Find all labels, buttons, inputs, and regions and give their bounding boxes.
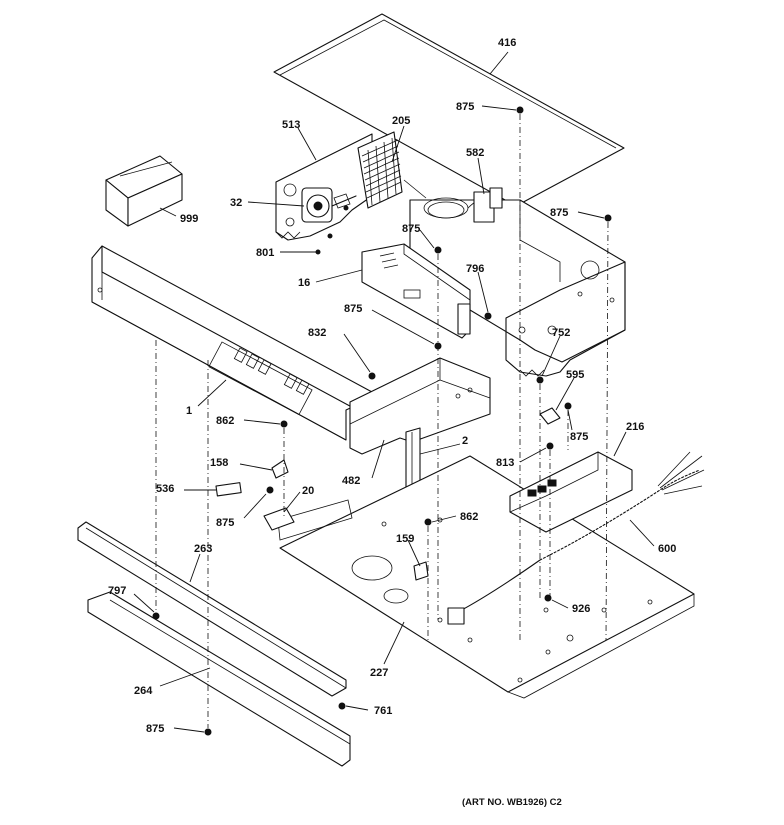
label-797: 797 bbox=[108, 585, 126, 597]
label-875: 875 bbox=[344, 303, 362, 315]
label-832: 832 bbox=[308, 327, 326, 339]
box-999 bbox=[105, 155, 183, 227]
label-216: 216 bbox=[626, 421, 644, 433]
fan-grille-205 bbox=[357, 131, 403, 209]
label-875: 875 bbox=[550, 207, 568, 219]
label-999: 999 bbox=[180, 213, 198, 225]
art-number: (ART NO. WB1926) C2 bbox=[462, 797, 562, 808]
base-pan-227 bbox=[277, 455, 695, 699]
label-159: 159 bbox=[396, 533, 414, 545]
label-862: 862 bbox=[460, 511, 478, 523]
label-875: 875 bbox=[456, 101, 474, 113]
label-263: 263 bbox=[194, 543, 212, 555]
label-752: 752 bbox=[552, 327, 570, 339]
front-panel-264 bbox=[87, 591, 351, 767]
label-264: 264 bbox=[134, 685, 153, 697]
label-536: 536 bbox=[156, 483, 174, 495]
label-875: 875 bbox=[570, 431, 588, 443]
label-2: 2 bbox=[462, 435, 468, 447]
label-862: 862 bbox=[216, 415, 234, 427]
top-cover-416 bbox=[273, 13, 625, 207]
label-158: 158 bbox=[210, 457, 228, 469]
leader-lines bbox=[133, 51, 655, 733]
label-875: 875 bbox=[216, 517, 234, 529]
terminal-block-216 bbox=[509, 451, 633, 533]
label-813: 813 bbox=[496, 457, 514, 469]
label-32: 32 bbox=[230, 197, 242, 209]
label-16: 16 bbox=[298, 277, 310, 289]
label-595: 595 bbox=[566, 369, 584, 381]
label-205: 205 bbox=[392, 115, 410, 127]
small-parts bbox=[152, 106, 612, 736]
label-875: 875 bbox=[402, 223, 420, 235]
label-875: 875 bbox=[146, 723, 164, 735]
label-600: 600 bbox=[658, 543, 676, 555]
part-labels: 416 875 513 205 582 999 32 875 875 801 7… bbox=[108, 37, 676, 735]
label-482: 482 bbox=[342, 475, 360, 487]
left-bracket-513 bbox=[275, 133, 373, 241]
label-761: 761 bbox=[374, 705, 392, 717]
control-panel-1 bbox=[91, 245, 373, 441]
bracket-post-2 bbox=[405, 427, 421, 489]
alignment-lines bbox=[155, 114, 609, 728]
label-801: 801 bbox=[256, 247, 274, 259]
label-796: 796 bbox=[466, 263, 484, 275]
label-513: 513 bbox=[282, 119, 300, 131]
label-416: 416 bbox=[498, 37, 516, 49]
label-582: 582 bbox=[466, 147, 484, 159]
cord-600 bbox=[447, 451, 705, 625]
wire-connector-582 bbox=[403, 179, 503, 223]
front-trim-263 bbox=[77, 521, 347, 697]
control-board-16 bbox=[361, 243, 471, 339]
label-1: 1 bbox=[186, 405, 192, 417]
label-227: 227 bbox=[370, 667, 388, 679]
label-20: 20 bbox=[302, 485, 314, 497]
fan-motor-32 bbox=[301, 187, 357, 223]
label-926: 926 bbox=[572, 603, 590, 615]
